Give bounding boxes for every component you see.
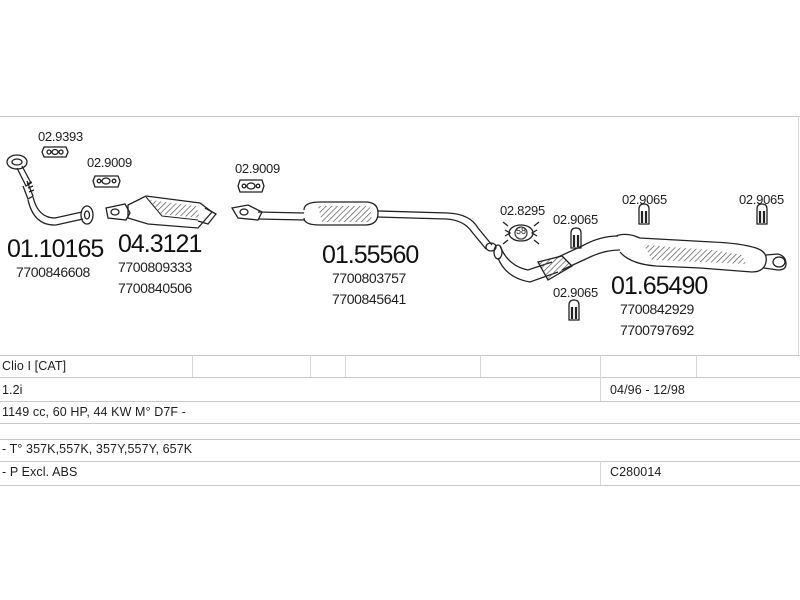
rubber-mount-icon xyxy=(638,203,650,225)
middle-silencer-icon xyxy=(230,201,497,252)
frame-top-line xyxy=(0,116,800,117)
part-number-middle-silencer[interactable]: 01.55560 xyxy=(322,241,419,269)
col-divider xyxy=(310,355,311,377)
catalytic-converter-icon xyxy=(105,195,217,229)
down-pipe-icon xyxy=(6,154,94,226)
part-number-rear-silencer[interactable]: 01.65490 xyxy=(611,272,708,300)
mount-code: 02.9065 xyxy=(622,192,667,207)
row-divider xyxy=(0,401,800,402)
col-divider xyxy=(192,355,193,377)
oem-ref: 7700845641 xyxy=(332,291,406,307)
production-years: 04/96 - 12/98 xyxy=(610,383,685,397)
oem-ref: 7700840506 xyxy=(118,280,192,296)
rear-silencer-icon xyxy=(493,233,787,283)
clamp-code: 02.8295 xyxy=(500,203,545,218)
oem-ref: 7700797692 xyxy=(620,322,694,338)
mount-code: 02.9065 xyxy=(553,285,598,300)
col-divider xyxy=(480,355,481,377)
gasket-code: 02.9009 xyxy=(87,155,132,170)
vehicle-info-table: Clio I [CAT] 1.2i 04/96 - 12/98 1149 cc,… xyxy=(0,355,800,488)
oem-ref: 7700842929 xyxy=(620,301,694,317)
vehicle-model: Clio I [CAT] xyxy=(2,359,67,373)
rubber-mount-icon xyxy=(756,203,768,225)
clamp-badge: 58 xyxy=(515,226,526,236)
row-divider xyxy=(0,461,800,462)
oem-ref: 7700803757 xyxy=(332,270,406,286)
col-divider xyxy=(600,461,601,485)
rubber-mount-icon xyxy=(568,299,580,321)
part-number-down-pipe[interactable]: 01.10165 xyxy=(7,235,104,263)
gasket-icon xyxy=(41,146,69,158)
mount-code: 02.9065 xyxy=(739,192,784,207)
part-number-catalytic-converter[interactable]: 04.3121 xyxy=(118,230,202,258)
mount-code: 02.9065 xyxy=(553,212,598,227)
gasket-code: 02.9393 xyxy=(38,129,83,144)
oem-ref: 7700809333 xyxy=(118,259,192,275)
oem-ref: 7700846608 xyxy=(16,264,90,280)
col-divider xyxy=(696,355,697,377)
gasket-icon xyxy=(92,175,121,188)
row-divider xyxy=(0,423,800,424)
row-divider xyxy=(0,485,800,486)
fitment-notes: - P Excl. ABS xyxy=(2,465,78,479)
row-divider xyxy=(0,355,800,356)
frame-right-line xyxy=(798,116,799,356)
catalogue-code: C280014 xyxy=(610,465,662,479)
gasket-icon xyxy=(237,179,265,193)
clamp-icon xyxy=(502,221,540,245)
col-divider xyxy=(345,355,346,377)
vehicle-types: - T° 357K,557K, 357Y,557Y, 657K xyxy=(2,442,193,456)
col-divider xyxy=(600,355,601,401)
engine-label: 1.2i xyxy=(2,383,23,397)
row-divider xyxy=(0,377,800,378)
rubber-mount-icon xyxy=(570,227,582,249)
row-divider xyxy=(0,439,800,440)
gasket-code: 02.9009 xyxy=(235,161,280,176)
engine-spec: 1149 cc, 60 HP, 44 KW M° D7F - xyxy=(2,405,186,419)
